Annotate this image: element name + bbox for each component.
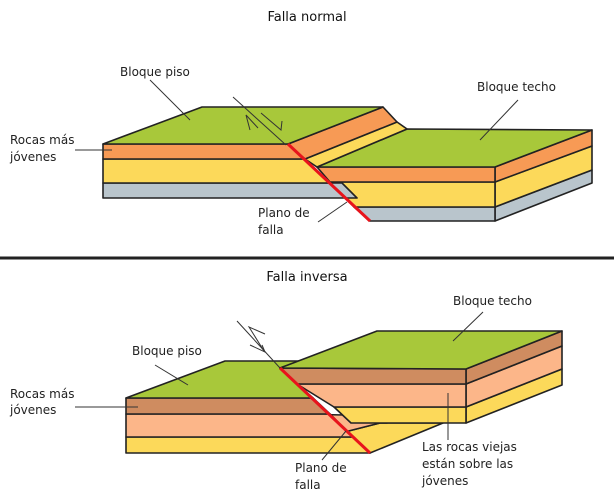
normal-footwall-label: Bloque piso xyxy=(120,65,190,79)
hanging-wall-block xyxy=(279,330,563,424)
reverse-old-over-young-line1: Las rocas viejas xyxy=(422,440,517,454)
fault-plane-line xyxy=(286,142,372,223)
arrow-up-icon xyxy=(247,325,266,352)
front-layer-yellow xyxy=(329,181,496,208)
normal-young-rocks-line1: Rocas más xyxy=(10,133,74,147)
leader-line xyxy=(479,99,519,141)
reverse-plane-line1: Plano de xyxy=(295,461,347,475)
front-layer-salmon xyxy=(296,383,467,408)
normal-hanging-label: Bloque techo xyxy=(477,80,556,94)
arrow-up-icon xyxy=(245,114,259,131)
front-layer-orange xyxy=(316,166,496,183)
slip-arrows xyxy=(232,96,287,146)
slip-arrows xyxy=(236,320,281,369)
top-surface xyxy=(279,330,563,370)
fault-plane-line xyxy=(278,366,372,455)
normal-young-rocks-line2: jóvenes xyxy=(9,150,56,164)
leader-line xyxy=(154,364,189,386)
reverse-footwall-label: Bloque piso xyxy=(132,344,202,358)
arrow-down-icon xyxy=(260,112,283,131)
reverse-old-over-young-line2: están sobre las xyxy=(422,457,513,471)
leader-line xyxy=(321,430,347,461)
normal-plane-line1: Plano de xyxy=(258,206,310,220)
footwall-block xyxy=(102,106,408,199)
leader-line xyxy=(149,79,191,121)
leader-line xyxy=(317,201,348,223)
front-layer-brown xyxy=(279,367,467,385)
front-layer-brown xyxy=(125,397,331,415)
normal-fault-title: Falla normal xyxy=(267,10,346,25)
reverse-young-rocks-line1: Rocas más xyxy=(10,387,74,401)
leader-line xyxy=(452,311,484,342)
front-layer-orange xyxy=(102,143,305,160)
front-layer-yellow xyxy=(102,158,331,184)
reverse-fault-title: Falla inversa xyxy=(266,270,347,285)
front-layer-gray xyxy=(353,206,496,222)
top-surface xyxy=(102,106,384,145)
normal-plane-line2: falla xyxy=(258,223,284,237)
reverse-old-over-young-line3: jóvenes xyxy=(421,474,468,488)
reverse-young-rocks-line2: jóvenes xyxy=(9,403,56,417)
reverse-plane-line2: falla xyxy=(295,478,321,492)
reverse-fault-diagram: Falla inversa Bloque techo xyxy=(9,270,563,492)
front-layer-yellow xyxy=(333,406,467,424)
arrow-down-icon xyxy=(249,344,266,354)
normal-fault-diagram: Falla normal Bloque piso xyxy=(9,10,593,237)
reverse-hanging-label: Bloque techo xyxy=(453,294,532,308)
front-layer-salmon xyxy=(125,413,354,438)
front-layer-yellow xyxy=(125,436,371,454)
front-layer-gray xyxy=(102,182,358,199)
